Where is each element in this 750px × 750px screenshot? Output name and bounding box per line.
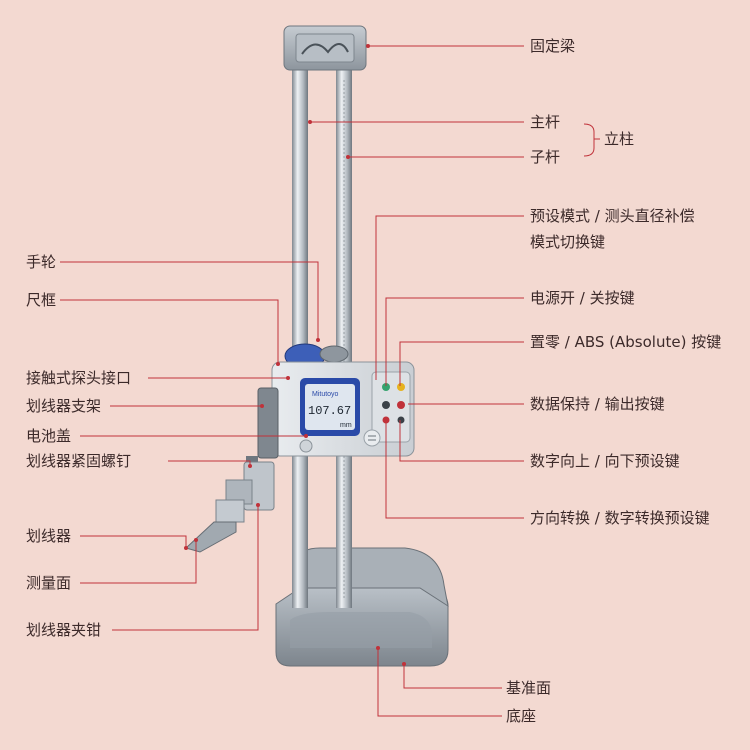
main-rod-shape [292,68,308,608]
label-scriber-holder: 划线器支架 [26,397,102,415]
label-preset-mode: 预设模式 / 测头直径补偿 [530,207,695,225]
label-main-rod: 主杆 [530,113,561,131]
display-value: 107.67 [308,404,351,418]
label-column: 立柱 [604,130,635,148]
label-reference-face: 基准面 [506,679,552,697]
slider-body [271,361,415,457]
label-scriber-clamp: 划线器夹钳 [26,621,102,639]
label-battery-cover: 电池盖 [26,427,72,445]
label-data-hold: 数据保持 / 输出按键 [530,395,665,413]
display-unit: mm [340,422,352,429]
scriber-assembly [185,387,279,553]
label-zero-abs: 置零 / ABS (Absolute) 按键 [530,333,722,351]
label-preset-mode-2: 模式切换键 [530,233,606,251]
label-fixed-beam: 固定梁 [530,37,576,55]
label-measuring-face: 测量面 [26,574,72,592]
leader-lines [60,45,600,717]
fixed-beam-part [283,25,367,71]
label-base: 底座 [506,707,537,725]
label-number-updown: 数字向上 / 向下预设键 [530,452,680,470]
label-direction-switch: 方向转换 / 数字转换预设键 [530,509,710,527]
leader-dots [184,44,406,666]
label-scriber: 划线器 [26,527,72,545]
label-power: 电源开 / 关按键 [530,289,635,307]
label-scriber-screw: 划线器紧固螺钉 [26,452,132,470]
brand-text: Mitutoyo [312,391,339,398]
label-sub-rod: 子杆 [530,148,561,166]
label-handwheel: 手轮 [26,253,57,271]
label-probe-port: 接触式探头接口 [26,369,132,387]
label-slider: 尺框 [26,291,57,309]
